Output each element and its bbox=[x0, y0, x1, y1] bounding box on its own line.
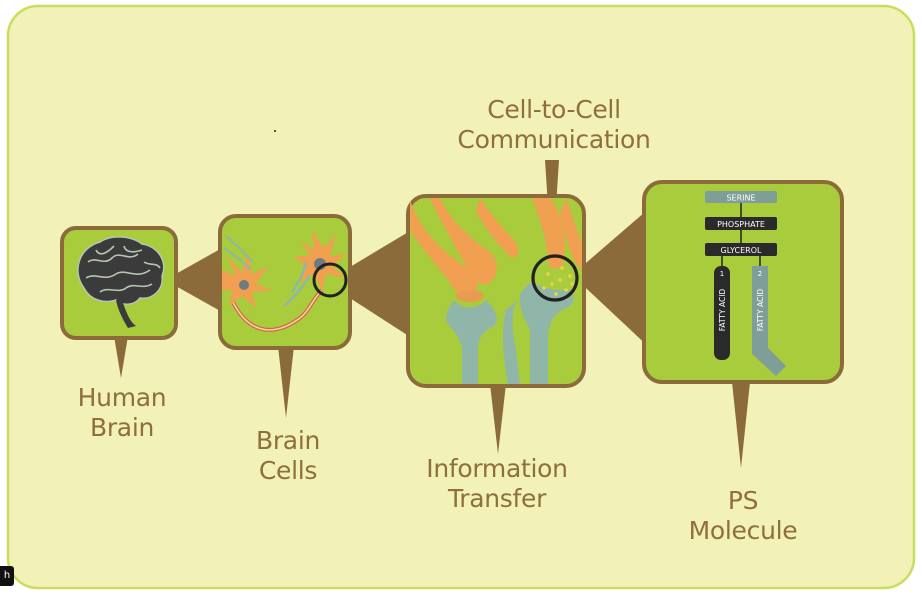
pointer-information-transfer bbox=[490, 384, 506, 454]
chain-1-number: 1 bbox=[720, 270, 724, 278]
chain-1-label: FATTY ACID bbox=[718, 289, 727, 332]
serine-label: SERINE bbox=[726, 194, 755, 203]
label-brain-cells: Brain Cells bbox=[255, 426, 321, 485]
zoom-wedge-cells-to-transfer bbox=[325, 228, 415, 340]
pointer-brain-cells bbox=[278, 346, 294, 418]
glycerol-box bbox=[705, 243, 777, 256]
chain-2-label: FATTY ACID bbox=[756, 289, 765, 332]
brain-icon bbox=[77, 236, 165, 328]
phosphate-box bbox=[705, 217, 777, 230]
panel-ps-molecule bbox=[642, 180, 844, 384]
phosphate-label: PHOSPHATE bbox=[717, 220, 765, 229]
label-cell-to-cell: Cell-to-Cell Communication bbox=[457, 95, 651, 154]
neuron-illustration bbox=[222, 230, 348, 332]
pointer-ps-molecule bbox=[732, 382, 750, 468]
zoom-circle-cells bbox=[312, 262, 348, 298]
zoom-wedge-transfer-to-molecule bbox=[572, 206, 652, 350]
label-information-transfer: Information Transfer bbox=[426, 454, 568, 513]
glycerol-label: GLYCEROL bbox=[721, 246, 763, 255]
synapse-illustration bbox=[410, 198, 582, 384]
stray-dot bbox=[274, 130, 276, 132]
chain-2-number: 2 bbox=[758, 270, 762, 278]
serine-box bbox=[705, 191, 777, 203]
label-ps-molecule: PS Molecule bbox=[688, 486, 798, 545]
ps-molecule-structure: SERINE PHOSPHATE GLYCEROL 1 2 FATTY ACID… bbox=[705, 191, 786, 376]
corner-tab[interactable]: h bbox=[0, 566, 14, 586]
label-human-brain: Human Brain bbox=[77, 383, 167, 442]
zoom-circle-synapse bbox=[531, 254, 579, 302]
pointer-human-brain bbox=[114, 336, 128, 378]
fatty-acid-chain-2 bbox=[752, 266, 786, 376]
fatty-acid-chain-1 bbox=[714, 266, 730, 360]
